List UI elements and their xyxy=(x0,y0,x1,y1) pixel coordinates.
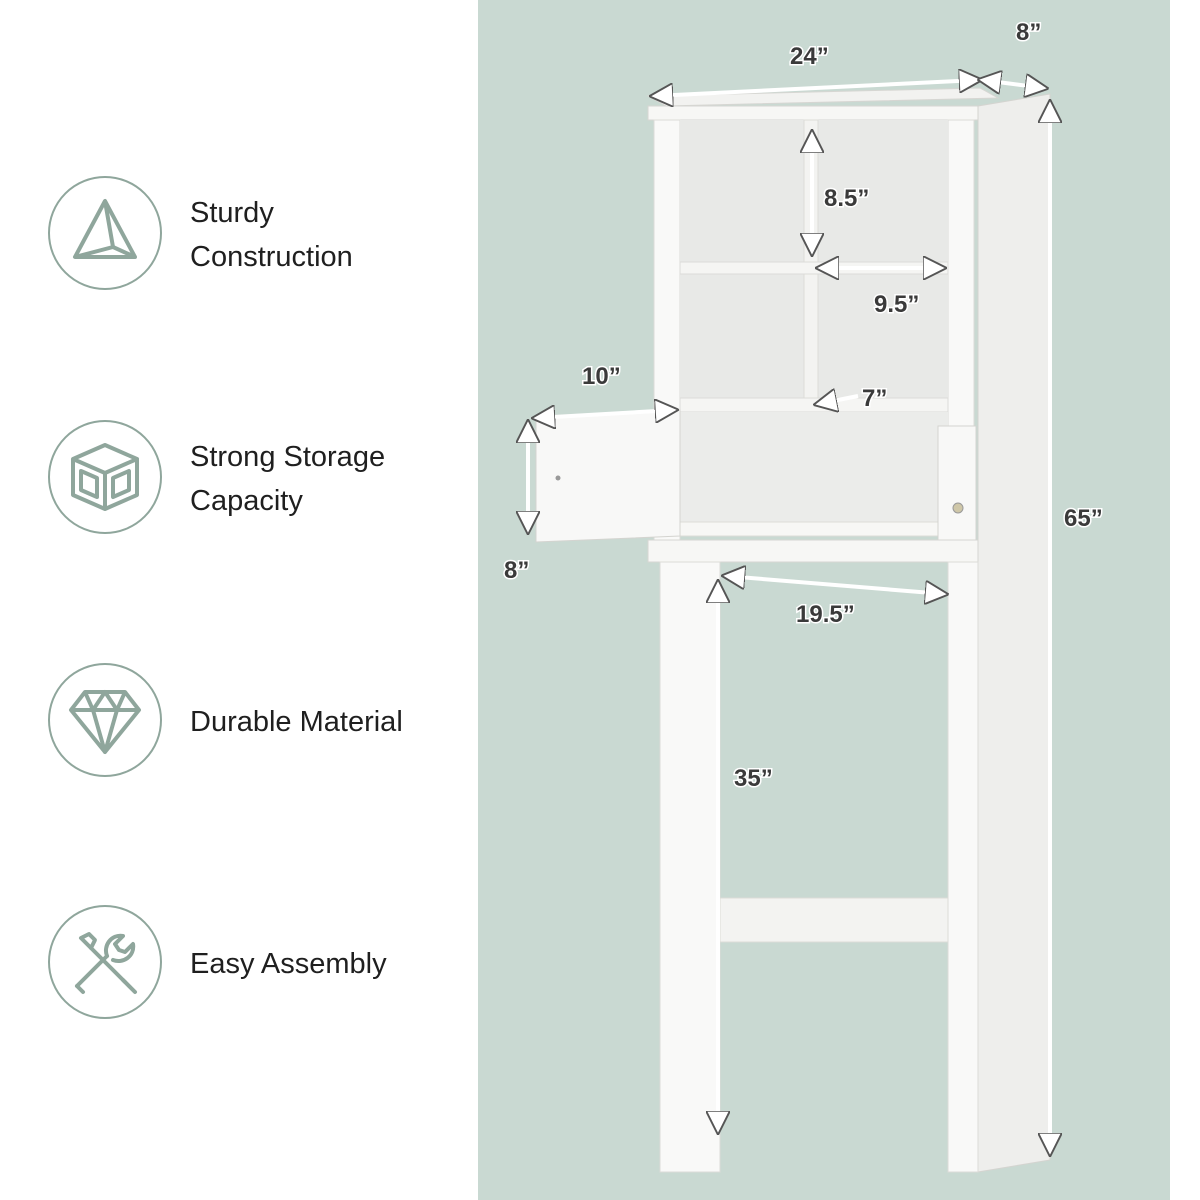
feature-label: Easy Assembly xyxy=(190,948,387,980)
feature-label: Durable Material xyxy=(190,706,403,738)
dimension-arrows xyxy=(528,80,1050,1152)
cabinet-illustration xyxy=(535,87,1051,1173)
shelf-width-label: 9.5” xyxy=(874,291,919,318)
shelf-depth-arrow xyxy=(818,396,859,404)
door-width-arrow xyxy=(536,410,674,418)
depth-label: 8” xyxy=(1016,19,1041,46)
diamond-icon xyxy=(48,663,162,777)
inner-width-label: 19.5” xyxy=(796,601,855,628)
width-label: 24” xyxy=(790,43,829,70)
feature-label: Strong Storage Capacity xyxy=(190,441,386,517)
cabinet-dimension-diagram: 24” 8” 65” 8.5” 9.5” 7” 10” 8” 19.5” 35” xyxy=(503,18,1104,1173)
tools-icon xyxy=(48,905,162,1019)
box-icon xyxy=(48,420,162,534)
inner-width-arrow xyxy=(726,576,944,594)
feature-sturdy-construction: Sturdy Construction xyxy=(48,176,468,294)
feature-label: Sturdy Construction xyxy=(190,197,353,273)
shelf-depth-label: 7” xyxy=(862,385,887,412)
height-label: 65” xyxy=(1064,505,1103,532)
door-height-label: 8” xyxy=(504,557,529,584)
feature-easy-assembly: Easy Assembly xyxy=(48,905,468,1023)
clearance-height-label: 35” xyxy=(734,765,773,792)
pyramid-icon xyxy=(48,176,162,290)
depth-arrow xyxy=(982,80,1044,88)
feature-durable-material: Durable Material xyxy=(48,663,468,781)
door-width-label: 10” xyxy=(582,363,621,390)
feature-storage-capacity: Strong Storage Capacity xyxy=(48,420,468,538)
features-panel: Sturdy Construction Strong Storage Capac… xyxy=(0,0,478,1200)
width-arrow xyxy=(654,80,978,96)
shelf-height-label: 8.5” xyxy=(824,185,869,212)
